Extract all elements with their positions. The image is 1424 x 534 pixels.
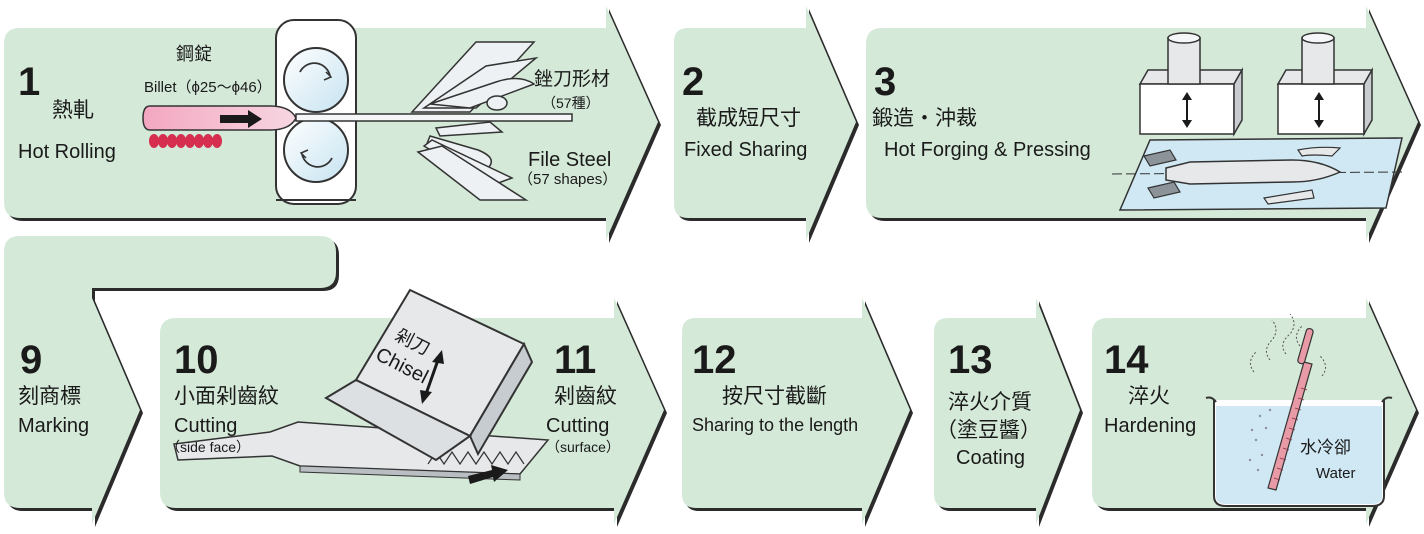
step-1-number: 1 bbox=[18, 60, 41, 104]
file-steel-count-cn: （57種） bbox=[542, 95, 600, 111]
step-13-title-cn-2: （塗豆醬） bbox=[936, 418, 1041, 442]
file-steel-label-en: File Steel bbox=[528, 149, 612, 171]
step-9-number: 9 bbox=[20, 338, 43, 382]
file-steel-label-cn: 銼刀形材 bbox=[534, 68, 611, 90]
step-1-title-en: Hot Rolling bbox=[18, 141, 116, 163]
step-2-title-en: Fixed Sharing bbox=[684, 139, 808, 161]
step-10-title-cn: 小面剁齒紋 bbox=[174, 384, 279, 408]
water-label-en: Water bbox=[1316, 465, 1356, 482]
step-9-title-en: Marking bbox=[18, 415, 90, 437]
file-steel-count-en: （57 shapes） bbox=[518, 171, 618, 188]
step-9-arrow bbox=[4, 236, 339, 527]
step-10-number: 10 bbox=[174, 338, 219, 382]
step-14-number: 14 bbox=[1104, 338, 1149, 382]
step-12-number: 12 bbox=[692, 338, 737, 382]
step-11-note: （surface） bbox=[546, 439, 620, 455]
chisel-cutting-illustration bbox=[173, 288, 550, 484]
billet-label-en: Billet（ϕ25～ϕ46） bbox=[144, 79, 272, 96]
step-10-note: （side face） bbox=[166, 439, 251, 455]
step-13-title-cn: 淬火介質 bbox=[948, 390, 1032, 414]
step-13-title-en: Coating bbox=[956, 447, 1025, 469]
step-13-arrow bbox=[934, 298, 1083, 527]
step-12-title-en: Sharing to the length bbox=[692, 415, 859, 435]
step-2-arrow bbox=[674, 6, 859, 243]
step-3-title-en: Hot Forging & Pressing bbox=[884, 139, 1091, 161]
step-1-title-cn: 熱軋 bbox=[52, 98, 94, 122]
step-11-title-en: Cutting bbox=[546, 415, 610, 437]
step-2-number: 2 bbox=[682, 60, 705, 104]
step-13-number: 13 bbox=[948, 338, 993, 382]
step-12-arrow bbox=[682, 298, 913, 527]
water-label-cn: 水冷卻 bbox=[1300, 438, 1351, 458]
rolling-mill-illustration bbox=[142, 19, 573, 205]
step-2-title-cn: 截成短尺寸 bbox=[696, 106, 801, 130]
quench-tank-illustration bbox=[1205, 313, 1393, 507]
step-12-title-cn: 按尺寸截斷 bbox=[722, 384, 827, 408]
step-14-title-en: Hardening bbox=[1104, 415, 1197, 437]
step-9-title-cn: 刻商標 bbox=[18, 384, 81, 408]
step-11-title-cn: 剁齒紋 bbox=[554, 384, 617, 408]
step-3-title-cn: 鍛造・沖裁 bbox=[872, 106, 977, 130]
step-11-number: 11 bbox=[554, 338, 597, 382]
billet-label-cn: 鋼錠 bbox=[176, 44, 212, 65]
step-10-title-en: Cutting bbox=[174, 415, 238, 437]
step-3-number: 3 bbox=[874, 60, 897, 104]
step-14-title-cn: 淬火 bbox=[1128, 384, 1170, 408]
forging-press-illustration bbox=[1111, 32, 1403, 211]
